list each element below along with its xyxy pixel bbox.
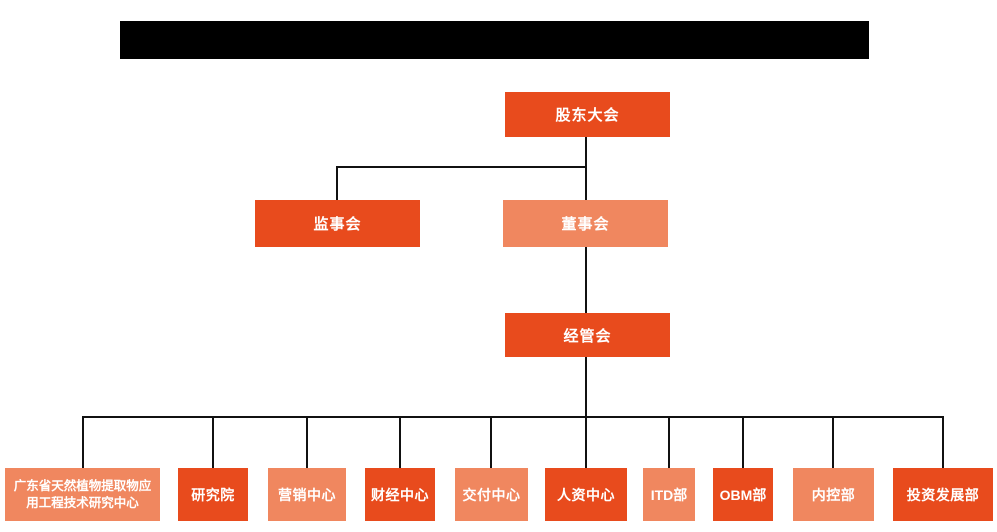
org-node-delivery-center: 交付中心 — [455, 468, 528, 521]
org-node-obm-department: OBM部 — [713, 468, 773, 521]
node-label: ITD部 — [650, 486, 688, 503]
node-label: 营销中心 — [278, 486, 336, 503]
connector-line — [585, 247, 587, 313]
org-node-marketing-center: 营销中心 — [268, 468, 346, 521]
org-node-finance-center: 财经中心 — [365, 468, 435, 521]
connector-line — [585, 137, 587, 200]
redacted-title-bar — [120, 21, 869, 59]
org-node-gd-plant-extract-research-center: 广东省天然植物提取物应用工程技术研究中心 — [5, 468, 160, 521]
connector-line — [306, 416, 308, 468]
org-node-board-of-directors: 董事会 — [503, 200, 668, 247]
connector-line — [832, 416, 834, 468]
org-node-itd-department: ITD部 — [643, 468, 695, 521]
connector-line — [82, 416, 944, 418]
node-label: 广东省天然植物提取物应用工程技术研究中心 — [13, 478, 152, 510]
org-node-internal-control-department: 内控部 — [793, 468, 874, 521]
connector-line — [668, 416, 670, 468]
connector-line — [742, 416, 744, 468]
org-node-investment-development-department: 投资发展部 — [893, 468, 993, 521]
node-label: OBM部 — [719, 486, 767, 503]
node-label: 交付中心 — [462, 486, 521, 503]
org-node-management-committee: 经管会 — [505, 313, 670, 357]
node-label: 人资中心 — [557, 486, 615, 503]
org-node-hr-center: 人资中心 — [545, 468, 627, 521]
node-label: 财经中心 — [371, 486, 429, 503]
connector-line — [336, 166, 587, 168]
connector-line — [585, 357, 587, 417]
node-label: 监事会 — [313, 216, 362, 233]
node-label: 内控部 — [811, 486, 856, 503]
org-node-research-institute: 研究院 — [178, 468, 248, 521]
org-node-shareholders-meeting: 股东大会 — [505, 92, 670, 137]
connector-line — [399, 416, 401, 468]
connector-line — [585, 416, 587, 468]
node-label: 股东大会 — [555, 107, 620, 124]
connector-line — [942, 416, 944, 468]
connector-line — [490, 416, 492, 468]
node-label: 投资发展部 — [906, 486, 980, 503]
connector-line — [336, 166, 338, 200]
node-label: 经管会 — [563, 327, 612, 345]
node-label: 董事会 — [561, 216, 610, 233]
connector-line — [82, 416, 84, 468]
node-label: 研究院 — [191, 486, 235, 503]
connector-line — [212, 416, 214, 468]
org-node-supervisory-board: 监事会 — [255, 200, 420, 247]
